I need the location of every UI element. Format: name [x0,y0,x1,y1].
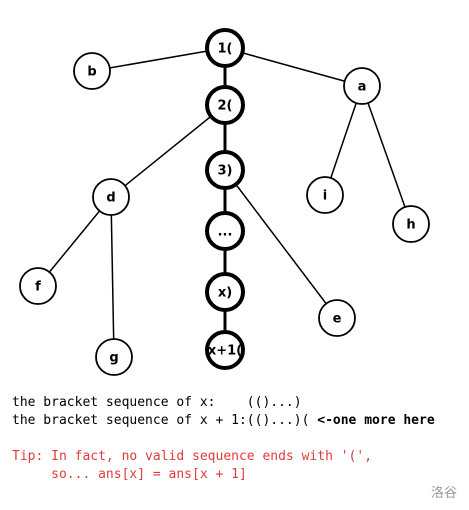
node-label-n2: 2( [218,99,233,114]
node-circle-ndots [205,211,245,251]
node-label-a: a [358,80,367,95]
sequence-line-x-plus-1: the bracket sequence of x + 1:(()...)( <… [12,412,435,430]
node-h: h [392,205,430,243]
node-circle-n3 [205,150,245,190]
node-label-f: f [35,280,41,295]
edge-n1-a [224,47,363,87]
node-label-h: h [406,218,415,233]
node-circle-b [73,52,111,90]
sequence-x-plus-1-text: the bracket sequence of x + 1:(()...)( [12,413,310,428]
edge-n2-d [110,104,226,198]
node-label-g: g [109,351,118,366]
sequence-line-x: the bracket sequence of x: (()...) [12,395,302,410]
node-f: f [19,267,57,305]
node-circle-n2 [205,85,245,125]
node-circle-nx [205,272,245,312]
tree-diagram: 1( b a 2( d 3) i h... f x) e g x+1( [19,28,430,376]
node-nx1: x+1( [205,330,245,370]
node-circle-h [392,205,430,243]
node-circle-e [318,299,356,337]
node-b: b [73,52,111,90]
node-label-nx1: x+1( [208,344,242,359]
node-n3: 3) [205,150,245,190]
node-label-d: d [106,191,115,206]
node-label-i: i [323,189,327,204]
node-circle-nx1 [205,330,245,370]
node-g: g [95,338,133,376]
node-label-n1: 1( [218,42,233,57]
node-a: a [343,67,381,105]
tip-line-2: so... ans[x] = ans[x + 1] [12,467,247,482]
edge-a-i [324,85,363,196]
node-n1: 1( [205,28,245,68]
node-circle-d [92,178,130,216]
edge-d-g [110,196,115,358]
node-label-nx: x) [218,286,232,301]
node-e: e [318,299,356,337]
node-label-b: b [87,65,96,80]
edge-n1-b [91,47,226,72]
one-more-note: <-one more here [309,413,435,428]
node-ndots: ... [205,211,245,251]
edge-n3-e [224,169,338,319]
node-circle-g [95,338,133,376]
tip-line-1: Tip: In fact, no valid sequence ends wit… [12,449,373,464]
edge-d-f [37,196,112,287]
node-n2: 2( [205,85,245,125]
node-circle-n1 [205,28,245,68]
node-circle-a [343,67,381,105]
node-i: i [306,176,344,214]
node-circle-i [306,176,344,214]
node-label-n3: 3) [218,164,233,179]
node-label-ndots: ... [218,225,233,240]
node-nx: x) [205,272,245,312]
luogu-watermark: 洛谷 [430,486,457,501]
node-circle-f [19,267,57,305]
node-label-e: e [333,312,342,327]
node-d: d [92,178,130,216]
edge-a-h [361,85,412,225]
